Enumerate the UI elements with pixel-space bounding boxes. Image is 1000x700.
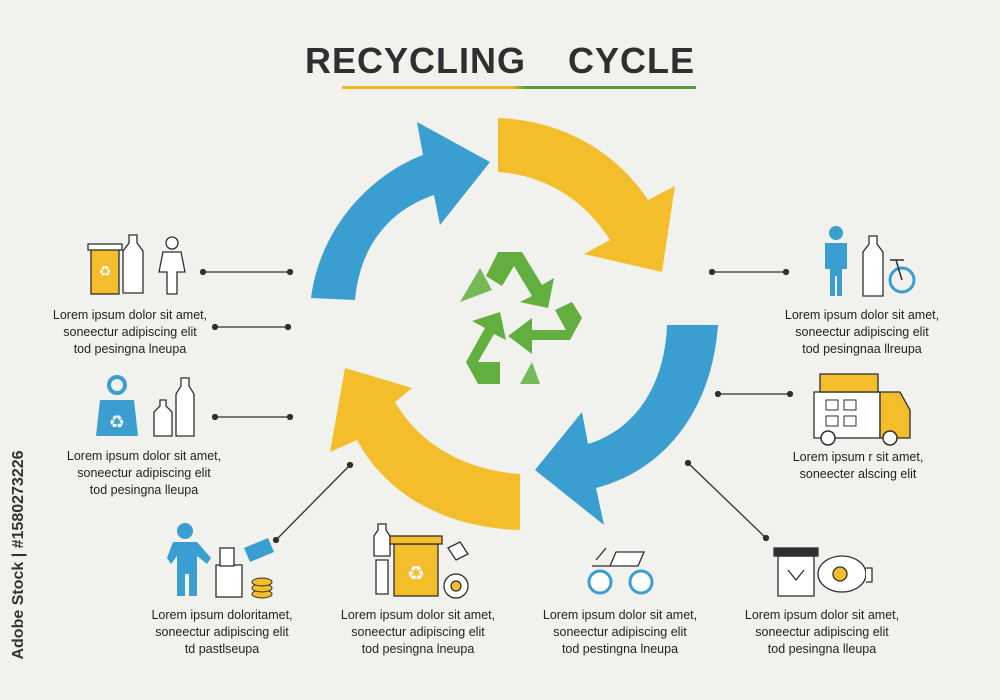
step-caption-left-top: Lorem ipsum dolor sit amet, soneectur ad… [52,308,208,356]
step-caption-right-top: Lorem ipsum dolor sit amet, soneectur ad… [784,308,940,356]
recycling-bin-icon: ♻ [389,535,443,597]
person-icon [167,523,211,596]
bottles-icon [373,523,391,595]
svg-text:♻: ♻ [407,561,425,585]
recycling-bin-icon: ♻ [87,243,123,295]
garbage-truck-icon [813,373,911,446]
page-title: RECYCLING CYCLE [304,40,696,81]
waste-sorting-icon [215,538,274,598]
step-caption-bottom-3: Lorem ipsum dolor sit amet, soneectur ad… [542,608,698,656]
chemical-flask-icon [443,541,469,599]
trash-can-icon [773,547,819,597]
cycle-arrow-blue-bottom [535,325,718,525]
title-underline [342,86,696,89]
step-caption-bottom-4: Lorem ipsum dolor sit amet, soneectur ad… [744,608,900,656]
cycle-arrow-yellow-bottom [330,368,520,530]
plastic-bottle-icon [862,235,884,297]
connector-bottom-1 [272,461,354,544]
recycle-symbol-icon [460,252,582,384]
plastic-bottle-icon [122,234,144,294]
step-caption-bottom-2: Lorem ipsum dolor sit amet, soneectur ad… [340,608,496,656]
step-caption-bottom-1: Lorem ipsum doloritamet, soneectur adipi… [151,608,293,656]
person-icon [825,226,847,296]
svg-text:♻: ♻ [99,264,112,280]
cycle-arrow-yellow-top [498,118,675,272]
person-icon [158,236,186,295]
step-caption-left-middle: Lorem ipsum dolor sit amet, soneectur ad… [66,449,222,497]
connector-bottom-4 [684,459,770,542]
bicycle-icon [888,259,916,294]
vacuum-machine-icon [817,555,873,593]
stock-id-stamp: Adobe Stock | #1580273226 [10,450,27,660]
bottles-icon [153,377,195,437]
tractor-icon [587,547,654,595]
svg-text:♻: ♻ [109,412,125,433]
coins-icon [251,577,273,599]
cycle-arrow-blue-top [311,122,490,300]
recycle-bag-icon: ♻ [96,375,138,436]
step-caption-right-middle: Lorem ipsum r sit amet, soneecter alscin… [792,450,924,481]
